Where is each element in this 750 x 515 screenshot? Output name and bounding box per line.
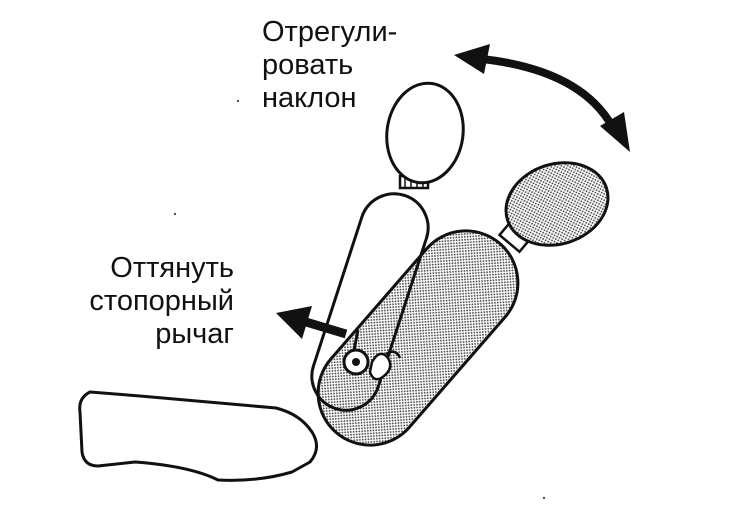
label-line: Отрегули-	[262, 16, 398, 48]
headrest-upright	[385, 81, 465, 190]
recline-lever	[342, 329, 402, 381]
label-line: наклон	[262, 82, 357, 114]
left-arrow-icon	[276, 306, 348, 339]
backrest-reclined	[316, 229, 520, 447]
label-line: ровать	[262, 49, 354, 81]
headrest-reclined	[497, 161, 610, 254]
label-line: рычаг	[155, 318, 234, 350]
seat-cushion	[78, 390, 318, 482]
backrest-upright	[310, 192, 430, 412]
double-headed-curved-arrow-icon	[454, 44, 630, 152]
label-line: Оттянуть	[110, 252, 234, 284]
label-adjust-recline: Отрегули- ровать наклон	[262, 16, 397, 115]
label-line: стопорный	[89, 285, 234, 317]
label-pull-lever: Оттянуть стопорный рычаг	[89, 252, 234, 351]
